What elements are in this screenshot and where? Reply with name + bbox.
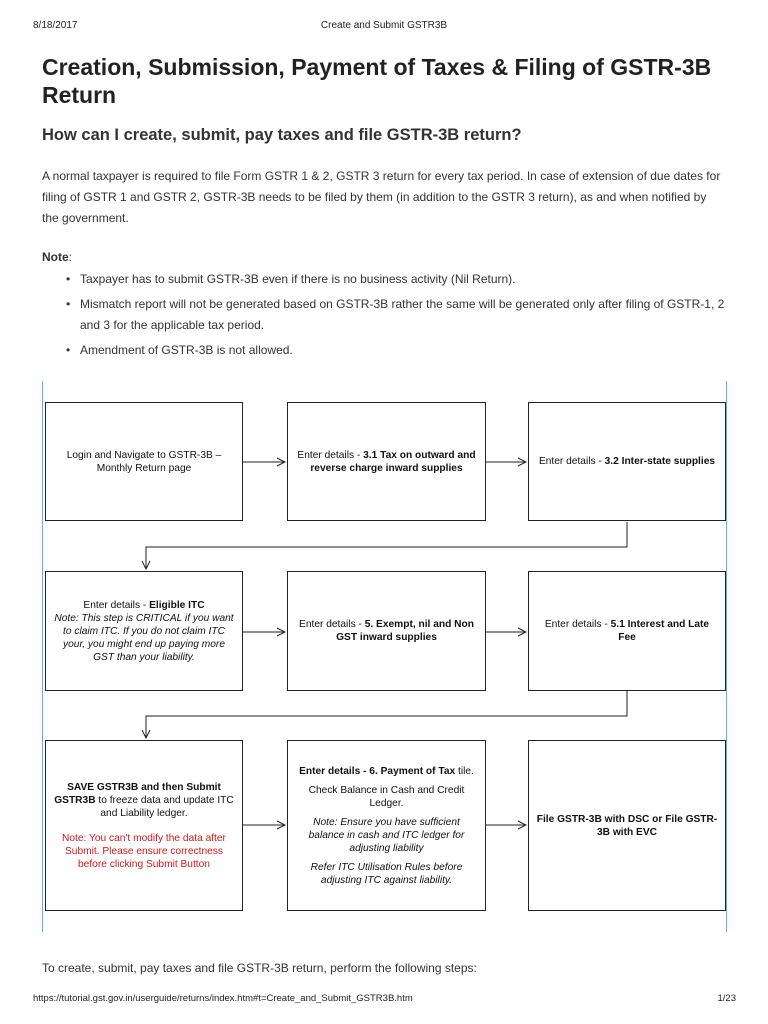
step-bold: 3.1 Tax on outward and reverse charge in… (310, 449, 476, 474)
note-heading: Note: (42, 250, 72, 264)
page-title: Creation, Submission, Payment of Taxes &… (42, 54, 712, 108)
list-item: Mismatch report will not be generated ba… (66, 294, 726, 336)
step-desc: to freeze data and update ITC and Liabil… (95, 794, 234, 819)
flow-step-login: Login and Navigate to GSTR-3B – Monthly … (45, 402, 243, 521)
flow-step-file-gstr3b: File GSTR-3B with DSC or File GSTR-3B wi… (528, 740, 726, 911)
step-text: SAVE GSTR3B and then Submit GSTR3B to fr… (52, 781, 236, 820)
step-text: Enter details - 6. Payment of Tax tile. (299, 765, 474, 778)
flow-step-3-1: Enter details - 3.1 Tax on outward and r… (287, 402, 486, 521)
flow-step-eligible-itc: Enter details - Eligible ITC Note: This … (45, 571, 243, 691)
step-line: Check Balance in Cash and Credit Ledger. (308, 784, 465, 809)
step-text: Enter details - 3.2 Inter-state supplies (539, 455, 715, 468)
flow-step-3-2: Enter details - 3.2 Inter-state supplies (528, 402, 726, 521)
flow-step-6-payment: Enter details - 6. Payment of Tax tile. … (287, 740, 486, 911)
step-tail: tile. (455, 765, 474, 777)
step-warning: Note: You can't modify the data after Su… (62, 832, 226, 870)
step-bold: 5. Exempt, nil and Non GST inward suppli… (336, 619, 474, 643)
flow-step-save-submit: SAVE GSTR3B and then Submit GSTR3B to fr… (45, 740, 243, 911)
footer-page-number: 1/23 (717, 993, 737, 1004)
step-text: Login and Navigate to GSTR-3B – Monthly … (66, 449, 222, 474)
step-text: Enter details - Eligible ITC (83, 599, 204, 612)
step-note-2: Refer ITC Utilisation Rules before adjus… (310, 861, 463, 886)
step-text: File GSTR-3B with DSC or File GSTR-3B wi… (536, 813, 718, 838)
step-bold: 5.1 Interest and Late Fee (610, 619, 710, 643)
note-list: Taxpayer has to submit GSTR-3B even if t… (42, 269, 726, 365)
flow-step-5-1-interest: Enter details - 5.1 Interest and Late Fe… (528, 571, 726, 691)
flow-frame-left (42, 381, 43, 932)
step-prefix: Enter details - (544, 619, 611, 630)
step-note: Note: Ensure you have sufficient balance… (308, 816, 465, 854)
step-text: Enter details - 3.1 Tax on outward and r… (294, 449, 479, 475)
flow-step-5-exempt: Enter details - 5. Exempt, nil and Non G… (287, 571, 486, 691)
page-subtitle: How can I create, submit, pay taxes and … (42, 126, 522, 144)
step-bold: 3.2 Inter-state supplies (604, 456, 716, 467)
step-prefix: Enter details - (297, 449, 364, 461)
closing-text: To create, submit, pay taxes and file GS… (42, 961, 477, 975)
step-text: Enter details - 5. Exempt, nil and Non G… (294, 618, 479, 644)
step-prefix: Enter details - (299, 619, 365, 630)
footer-url[interactable]: https://tutorial.gst.gov.in/userguide/re… (33, 993, 413, 1004)
header-date: 8/18/2017 (33, 20, 78, 31)
step-bold: Eligible ITC (149, 599, 205, 611)
step-prefix: Enter details - (83, 599, 150, 611)
step-text: Enter details - 5.1 Interest and Late Fe… (535, 618, 719, 644)
step-prefix: Enter details - (538, 456, 605, 467)
step-bold: SAVE GSTR3B and then Submit GSTR3B (54, 781, 221, 806)
header-doc-title: Create and Submit GSTR3B (320, 20, 448, 31)
step-note: Note: This step is CRITICAL if you want … (54, 612, 234, 663)
flow-frame-right (726, 381, 727, 932)
list-item: Amendment of GSTR-3B is not allowed. (66, 340, 726, 361)
step-bold: Enter details - 6. Payment of Tax (299, 765, 456, 777)
list-item: Taxpayer has to submit GSTR-3B even if t… (66, 269, 726, 290)
note-label: Note (42, 250, 69, 264)
intro-paragraph: A normal taxpayer is required to file Fo… (42, 169, 721, 225)
note-colon: : (68, 250, 73, 264)
